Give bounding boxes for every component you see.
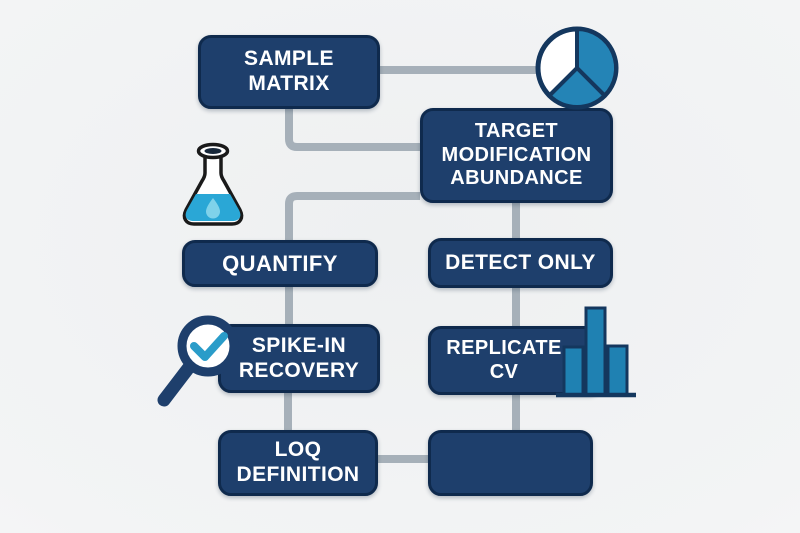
pie-chart-icon	[535, 26, 619, 110]
node-end-empty	[428, 430, 593, 496]
node-sample-matrix: SAMPLE MATRIX	[198, 35, 380, 109]
edge-target-to-left-branch	[285, 192, 420, 325]
node-quantify-label: QUANTIFY	[222, 250, 338, 276]
node-target-modification-abundance-label: TARGET MODIFICATION ABUNDANCE	[441, 120, 592, 190]
node-target-modification-abundance: TARGET MODIFICATION ABUNDANCE	[420, 108, 613, 203]
edge-sample-to-target	[285, 108, 420, 151]
node-replicate-cv-label: REPLICATE CV	[446, 336, 562, 383]
node-detect-only-label: DETECT ONLY	[445, 250, 596, 274]
node-loq-definition-label: LOQ DEFINITION	[236, 438, 360, 486]
bar-chart-icon	[556, 306, 636, 398]
node-sample-matrix-label: SAMPLE MATRIX	[244, 47, 334, 95]
node-loq-definition: LOQ DEFINITION	[218, 430, 378, 496]
magnifier-check-icon	[157, 315, 239, 407]
node-detect-only: DETECT ONLY	[428, 238, 613, 288]
flask-icon	[182, 142, 244, 226]
node-quantify: QUANTIFY	[182, 240, 378, 287]
node-spike-in-recovery-label: SPIKE-IN RECOVERY	[238, 333, 360, 382]
